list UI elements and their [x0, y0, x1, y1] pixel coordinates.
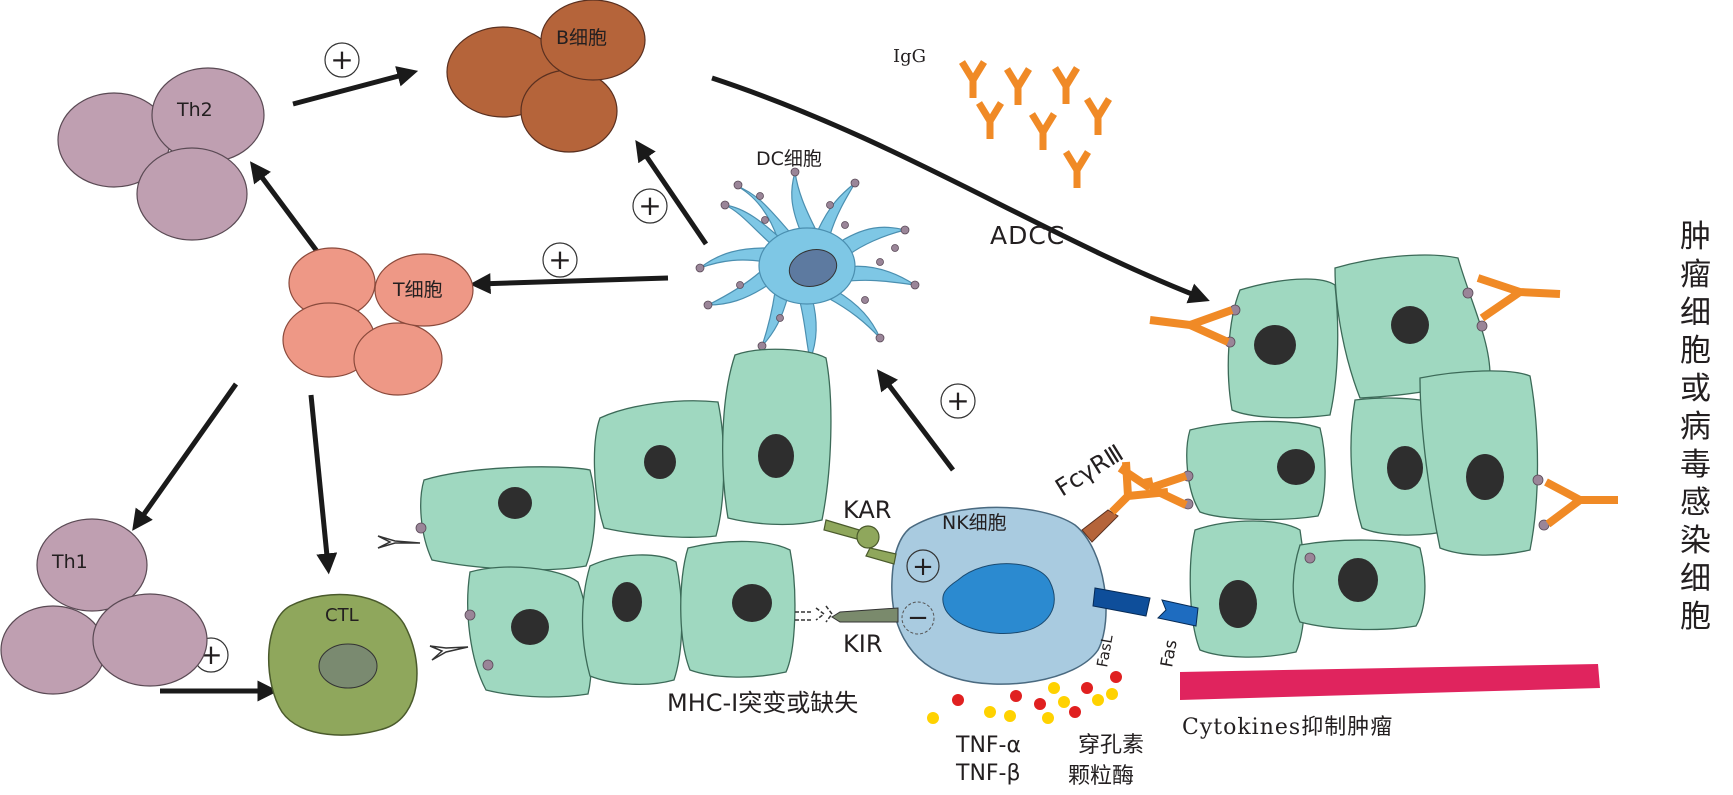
- arrows: [132, 66, 1210, 702]
- svg-text:肿: 肿: [1680, 219, 1711, 255]
- igg-label: IgG: [893, 46, 926, 67]
- tumor-vertical-label: 肿 瘤 细 胞 或 病 毒 感 染 细 胞: [1680, 219, 1711, 635]
- fas-receptor: [1156, 599, 1199, 627]
- svg-text:胞: 胞: [1680, 333, 1711, 369]
- nk-nucleus: [942, 563, 1055, 635]
- kar-receptor: [823, 519, 897, 565]
- plus-icon: +: [632, 188, 668, 224]
- ctl-cell: [268, 593, 418, 736]
- t-cell-cluster: [282, 247, 474, 396]
- svg-text:+: +: [946, 384, 969, 417]
- plus-icon: +: [324, 42, 360, 78]
- left-tumor-receptors: [415, 522, 494, 671]
- bound-antibodies: [1117, 274, 1618, 528]
- dc-cell-label: DC细胞: [756, 148, 822, 170]
- svg-text:细: 细: [1680, 295, 1711, 331]
- ctl-nucleus: [318, 643, 378, 689]
- nk-plus-icon: +: [906, 549, 940, 583]
- secreted-granules: [927, 671, 1122, 724]
- left-tumor-cluster: [420, 348, 832, 698]
- plus-icon: +: [940, 383, 976, 419]
- perforin-label: 穿孔素: [1078, 733, 1144, 758]
- t-cell-label: T细胞: [392, 279, 443, 301]
- dc-nucleus: [788, 249, 838, 287]
- granzyme-label: 颗粒酶: [1068, 764, 1134, 789]
- nk-cell-label: NK细胞: [942, 512, 1007, 534]
- kar-label: KAR: [843, 496, 891, 524]
- svg-text:+: +: [912, 552, 934, 582]
- mhc-label: MHC-Ⅰ突变或缺失: [667, 689, 858, 717]
- th2-cell-cluster: [57, 67, 265, 241]
- right-tumor-nuclei: [1219, 306, 1504, 628]
- plus-icon: +: [542, 242, 578, 278]
- fasl-receptor: [1092, 587, 1151, 617]
- b-cell-cluster: [446, 0, 646, 153]
- arrow-t-to-th2: [249, 161, 328, 264]
- adcc-label: ADCC: [990, 221, 1065, 250]
- kir-label: KIR: [843, 630, 883, 658]
- ctl-label: CTL: [325, 605, 359, 626]
- arrow-t-to-ctl: [308, 394, 338, 575]
- dc-cell: [695, 167, 920, 365]
- left-tumor-nuclei: [498, 434, 794, 645]
- tnf-beta-label: TNF-β: [955, 761, 1021, 786]
- svg-text:+: +: [638, 189, 661, 222]
- nk-minus-icon: −: [901, 601, 935, 635]
- th2-label: Th2: [176, 99, 213, 121]
- svg-text:细: 细: [1680, 561, 1711, 597]
- svg-text:瘤: 瘤: [1680, 257, 1711, 293]
- kir-receptor: [795, 605, 899, 623]
- arrow-nk-to-dc: [876, 369, 955, 472]
- svg-text:毒: 毒: [1680, 447, 1711, 483]
- svg-text:感: 感: [1680, 485, 1711, 521]
- svg-text:−: −: [907, 603, 929, 633]
- cytokine-bar: [1180, 664, 1600, 700]
- mhc-molecules: [377, 535, 469, 661]
- arrow-th2-to-b: [292, 66, 419, 107]
- igg-antibodies: [962, 62, 1109, 188]
- svg-text:胞: 胞: [1680, 599, 1711, 635]
- arrow-dc-to-t: [469, 273, 669, 295]
- svg-text:病: 病: [1680, 409, 1711, 445]
- svg-text:+: +: [548, 243, 571, 276]
- tnf-alpha-label: TNF-α: [955, 733, 1021, 758]
- fcr-label: FcγRⅢ: [1050, 439, 1128, 502]
- right-tumor-receptors: [1182, 287, 1550, 564]
- fasl-label: FasL: [1093, 633, 1117, 669]
- arrow-dc-to-b: [635, 140, 709, 246]
- nk-cell: [891, 506, 1107, 685]
- fas-label: Fas: [1157, 638, 1181, 669]
- plus-signs: + + + + +: [193, 42, 976, 673]
- th1-label: Th1: [51, 551, 88, 573]
- th1-cell-cluster: [0, 518, 208, 695]
- svg-text:染: 染: [1680, 523, 1711, 559]
- fcr-receptor: [1081, 461, 1169, 543]
- svg-text:+: +: [330, 43, 353, 76]
- cytokines-label: Cytokines抑制肿瘤: [1182, 715, 1393, 740]
- arrow-b-to-tumor-adcc: [711, 75, 1210, 304]
- arrow-t-to-th1: [132, 382, 239, 531]
- b-cell-label: B细胞: [556, 27, 607, 49]
- svg-text:或: 或: [1680, 371, 1711, 407]
